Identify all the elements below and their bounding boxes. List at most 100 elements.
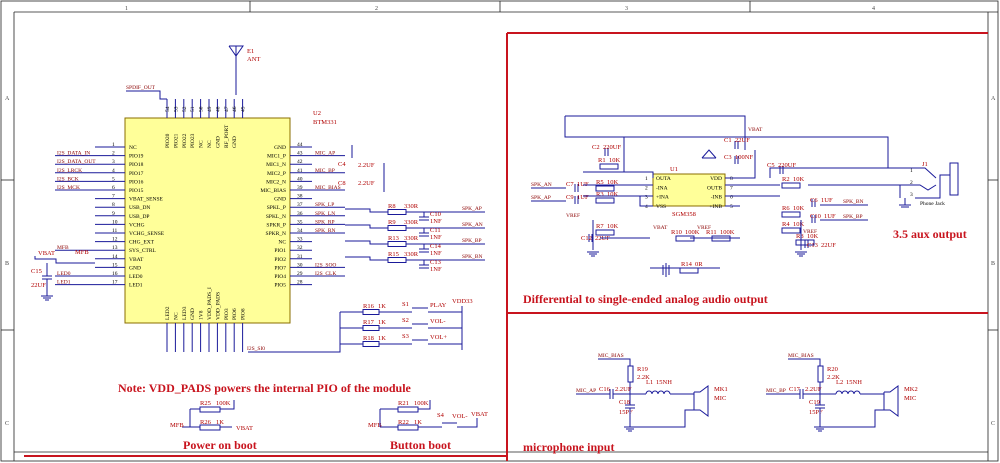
- amp-net-vbat: VBAT: [653, 225, 668, 231]
- mic-bias-resistor: [627, 365, 634, 383]
- part-value-c5: 220UF: [778, 162, 796, 169]
- module-right-pin-number: 29: [297, 271, 303, 277]
- c15-ref: C15: [31, 268, 42, 275]
- part-ref-c10: C10: [810, 213, 821, 220]
- microphone-icon: [883, 385, 899, 417]
- resistor-r5: [595, 185, 615, 192]
- resistor-r14: [679, 267, 699, 274]
- module-left-pin-name: NC: [129, 145, 137, 151]
- module-left-pin-name: LED0: [129, 274, 143, 280]
- resistor-r6: [781, 211, 801, 218]
- inductor-ref: L2: [836, 379, 843, 386]
- mic-coupling-cap-ref: C17: [789, 386, 801, 393]
- module-left-pin-number: 15: [112, 262, 118, 268]
- module-right-pin-name: MIC_BIAS: [260, 188, 286, 194]
- mic-shunt-cap-value: 15PF: [809, 409, 823, 416]
- part-ref-c1: C1: [724, 137, 732, 144]
- module-left-pin-name: CHG_EXT: [129, 240, 155, 246]
- mic-label: MIC: [714, 395, 726, 402]
- frame-col-3: 3: [625, 6, 628, 12]
- module-right-pin-name: MIC2_P: [267, 171, 286, 177]
- module-right-pin-number: 35: [297, 219, 303, 225]
- c4-ref: C4: [338, 161, 346, 168]
- phone-jack: [899, 162, 959, 208]
- module-top-pin-number: 52: [182, 106, 188, 112]
- button-resistor-ref: R17: [363, 319, 375, 326]
- frame-row-a: A: [5, 96, 10, 102]
- amp-net-vbat: VBAT: [748, 127, 763, 133]
- inductor-value: 15NH: [656, 379, 672, 386]
- module-left-net: I2S_DATA_IN: [57, 151, 90, 157]
- module-left-pin-number: 6: [112, 185, 115, 191]
- part-value-r1: 10K: [609, 157, 621, 164]
- frame-col-1: 1: [125, 6, 128, 12]
- amp-net-vref: VREF: [566, 213, 580, 219]
- speaker-cap-ref: C14: [430, 243, 442, 250]
- sgm358-chip: [652, 173, 726, 207]
- module-top-pin-name: NC: [199, 140, 205, 148]
- antenna-label: ANT: [247, 56, 260, 63]
- speaker-net: SPK_BN: [462, 254, 483, 260]
- diff-amp-title: Differential to single-ended analog audi…: [523, 292, 768, 306]
- speaker-cap-ref: C13: [430, 259, 441, 266]
- part-value-r7: 10K: [607, 223, 619, 230]
- module-top-pin-name: PIO22: [182, 133, 188, 148]
- module-top-pin-name: PIO23: [190, 133, 196, 148]
- button-label: VOL+: [430, 334, 447, 341]
- module-right-net: MIC_BP: [315, 168, 335, 174]
- r26-value: 1K: [216, 419, 224, 426]
- part-ref-c13: C13: [807, 242, 818, 249]
- module-right-net: MIC_BIAS: [315, 185, 341, 191]
- power-on-boot-title: Power on boot: [183, 438, 257, 452]
- amp-net-spk_an: SPK_AN: [531, 182, 552, 188]
- module-top-pin-number: 48: [215, 106, 221, 112]
- u1-right-pin-number: 5: [730, 204, 733, 210]
- module-bottom-pin-name: VDD_PADS: [215, 292, 221, 320]
- speaker-cap-value: 1NF: [430, 250, 442, 257]
- ground-icon: [587, 251, 599, 257]
- inductor-icon: [645, 390, 671, 395]
- module-right-pin-number: 32: [297, 245, 303, 251]
- mic-bias-net: MIC_BIAS: [788, 353, 814, 359]
- module-right-pin-name: SPKR_P: [266, 222, 286, 228]
- mic-shunt-cap-ref: C18: [619, 399, 630, 406]
- mic-bias-resistor-ref: R20: [827, 366, 838, 373]
- module-left-pin-name: PIO19: [129, 154, 144, 160]
- mic-ref: MK2: [904, 386, 918, 393]
- module-top-pin-name: GND: [232, 136, 238, 148]
- button-switch-ref: S2: [402, 317, 409, 324]
- module-left-net: MFB: [57, 245, 69, 251]
- speaker-resistor: [387, 225, 407, 231]
- button-boot-title: Button boot: [390, 438, 451, 452]
- speaker-resistor: [387, 209, 407, 215]
- module-right-pin-number: 44: [297, 142, 303, 148]
- speaker-resistor-value: 330R: [404, 251, 419, 258]
- module-bottom-pin-name: LED3: [182, 306, 188, 320]
- button-resistor-ref: R18: [363, 335, 374, 342]
- jack-pin-3: 3: [910, 192, 913, 198]
- module-right-pin-name: PIO2: [274, 257, 286, 263]
- module-right-net: MIC_AP: [315, 151, 335, 157]
- r21-ref: R21: [398, 400, 409, 407]
- c8-ref: C8: [338, 180, 346, 187]
- mic-ref: MK1: [714, 386, 728, 393]
- amp-net-spk_bn: SPK_BN: [843, 199, 864, 205]
- part-ref-r14: R14: [681, 261, 693, 268]
- module-right-pin-name: SPKL_P: [267, 205, 286, 211]
- u1-left-pin-name: OUTA: [656, 176, 671, 182]
- module-left-net: LED1: [57, 280, 71, 286]
- c4-value: 2.2UF: [358, 162, 375, 169]
- module-right-pin-number: 34: [297, 228, 303, 234]
- module-right-net: SPK_LN: [315, 211, 335, 217]
- button-resistor: [362, 341, 380, 347]
- part-value-c1: 22UF: [735, 137, 750, 144]
- module-left-pin-number: 9: [112, 211, 115, 217]
- u1-right-pin-number: 8: [730, 176, 733, 182]
- part-ref-r4: R4: [782, 221, 790, 228]
- speaker-resistor-ref: R13: [388, 235, 399, 242]
- part-value-c9: 1UF: [577, 194, 589, 201]
